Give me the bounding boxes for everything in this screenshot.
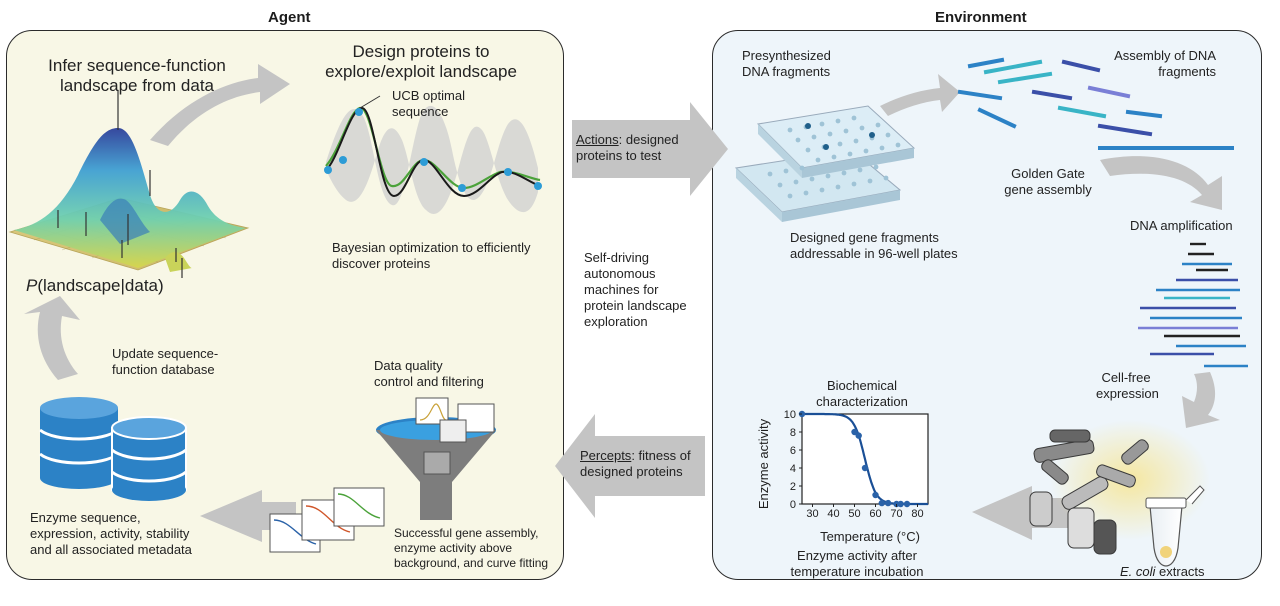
x-tick-label: 50 — [848, 508, 860, 518]
database-up-arrow — [24, 296, 80, 380]
actions-rest: : designed proteins to test — [576, 132, 679, 163]
x-tick-label: 30 — [806, 508, 818, 518]
data-point — [878, 499, 885, 507]
x-tick-label: 60 — [869, 508, 881, 518]
y-tick-label: 8 — [790, 427, 796, 439]
x-tick-label: 40 — [827, 508, 839, 518]
qc-title: Data quality control and filtering — [374, 358, 484, 389]
landscape-surface — [8, 90, 250, 278]
db-caption: Enzyme sequence, expression, activity, s… — [30, 510, 192, 557]
goldengate-to-amp-arrow — [1100, 156, 1222, 210]
amp-to-cellfree-arrow — [1182, 372, 1220, 428]
presynth-label: Presynthesized DNA fragments — [742, 48, 831, 79]
x-tick-label: 80 — [911, 508, 923, 518]
presynth-to-assembly-arrow — [880, 74, 960, 116]
data-point — [884, 499, 892, 507]
percepts-rest: : fitness of designed proteins — [580, 448, 691, 479]
environment-heading: Environment — [935, 9, 1027, 26]
bayes-caption: Bayesian optimization to efficiently dis… — [332, 240, 531, 271]
golden-gate-label: Golden Gate gene assembly — [1004, 166, 1092, 197]
incubation-label: Enzyme activity after temperature incuba… — [790, 548, 924, 579]
ecoli-label: E. coli extracts — [1120, 564, 1230, 580]
amplification-label: DNA amplification — [1130, 218, 1233, 233]
chart-ylabel: Enzyme activity — [756, 418, 771, 510]
enzyme-activity-chart: 30 40 50 60 70 80 0 2 4 6 8 10 — [784, 409, 929, 518]
posterior-rest: (landscape|data) — [37, 276, 164, 295]
agent-panel — [6, 30, 564, 580]
self-driving-label: Self-driving autonomous machines for pro… — [584, 250, 687, 329]
funnel-icon — [376, 397, 496, 520]
assembly-label: Assembly of DNA fragments — [1114, 48, 1216, 79]
data-point — [903, 500, 911, 508]
posterior-label: P(landscape|data) — [26, 276, 164, 296]
update-label: Update sequence-function database — [112, 346, 219, 377]
mini-curve-cards — [269, 487, 385, 553]
amplified-dna — [1138, 242, 1248, 368]
data-point — [872, 491, 879, 499]
y-tick-label: 2 — [790, 481, 796, 493]
infer-title: Infer sequence-function landscape from d… — [48, 56, 226, 95]
dna-fragments — [957, 57, 1234, 150]
data-point — [855, 432, 862, 439]
x-tick-label: 70 — [890, 508, 902, 518]
protein-expression-graphic — [1029, 420, 1210, 567]
plates-caption: Designed gene fragments addressable in 9… — [790, 230, 958, 261]
ecoli-rest: extracts — [1155, 564, 1205, 579]
bayesian-optimization-plot — [324, 95, 542, 214]
y-tick-label: 10 — [784, 409, 796, 421]
posterior-p: P — [26, 276, 38, 295]
percepts-label: Percepts: fitness of designed proteins — [580, 448, 704, 480]
database-icon — [39, 397, 187, 501]
cellfree-label: Cell-free expression — [1096, 370, 1159, 401]
actions-underlined: Actions — [576, 132, 619, 147]
data-point — [897, 500, 904, 508]
data-point — [861, 464, 869, 472]
ucb-label: UCB optimal sequence — [392, 88, 465, 119]
actions-label: Actions: designed proteins to test — [576, 132, 696, 164]
ecoli-italic: E. coli — [1120, 564, 1156, 579]
well-plates — [734, 105, 916, 222]
landscape-to-design-arrow — [150, 64, 290, 146]
agent-heading: Agent — [268, 9, 311, 26]
y-tick-label: 4 — [790, 463, 796, 475]
percepts-arrow — [555, 414, 705, 518]
chart-xlabel: Temperature (°C) — [820, 529, 920, 544]
biochem-label: Biochemical characterization — [816, 378, 908, 409]
qc-caption: Successful gene assembly, enzyme activit… — [394, 526, 549, 570]
design-title: Design proteins to explore/exploit lands… — [325, 42, 517, 81]
percepts-underlined: Percepts — [580, 448, 632, 463]
data-point — [851, 428, 858, 436]
y-tick-label: 0 — [790, 499, 796, 511]
actions-arrow — [572, 102, 728, 196]
y-tick-label: 6 — [790, 445, 796, 457]
